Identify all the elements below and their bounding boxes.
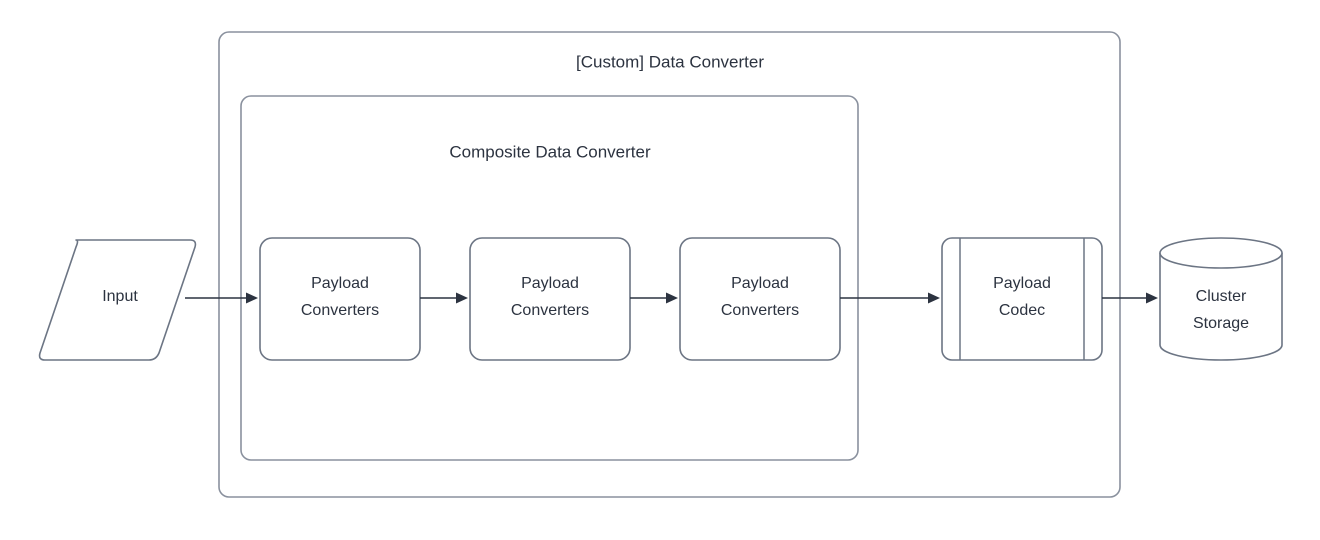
- node-converter-1-shape[interactable]: [259, 237, 421, 361]
- node-converter-3-label-line1: Payload: [731, 275, 789, 292]
- arrowhead-input-to-converter-1: [246, 292, 258, 304]
- arrowhead-converter-1-to-converter-2: [456, 292, 468, 304]
- node-converter-2-shape[interactable]: [469, 237, 631, 361]
- node-converter-1-label-line1: Payload: [311, 275, 369, 292]
- node-converter-1-label-line2: Converters: [301, 302, 379, 319]
- outer-container-custom-data-converter[interactable]: [218, 31, 1121, 498]
- arrowhead-payload-codec-to-cluster-storage: [1146, 292, 1158, 304]
- inner-container-label: Composite Data Converter: [449, 142, 651, 161]
- node-payload-codec-label-line2: Codec: [999, 302, 1045, 319]
- arrowhead-converter-3-to-payload-codec: [928, 292, 940, 304]
- outer-container-label: [Custom] Data Converter: [576, 52, 764, 71]
- node-payload-codec-label-line1: Payload: [993, 275, 1051, 292]
- node-converter-2-label-line1: Payload: [521, 275, 579, 292]
- arrowhead-converter-2-to-converter-3: [666, 292, 678, 304]
- node-converter-3-shape[interactable]: [679, 237, 841, 361]
- node-cluster-storage-label-line2: Storage: [1193, 315, 1249, 332]
- node-cluster-storage-top-ellipse: [1159, 237, 1283, 269]
- node-cluster-storage-body[interactable]: [1159, 252, 1283, 361]
- node-converter-2-label-line2: Converters: [511, 302, 589, 319]
- node-converter-3-label-line2: Converters: [721, 302, 799, 319]
- node-input-label: Input: [102, 288, 138, 305]
- inner-container-composite-data-converter[interactable]: [240, 95, 859, 461]
- node-cluster-storage-label-line1: Cluster: [1196, 288, 1247, 305]
- node-input-shape[interactable]: [38, 239, 197, 361]
- node-payload-codec-shape[interactable]: [941, 237, 1103, 361]
